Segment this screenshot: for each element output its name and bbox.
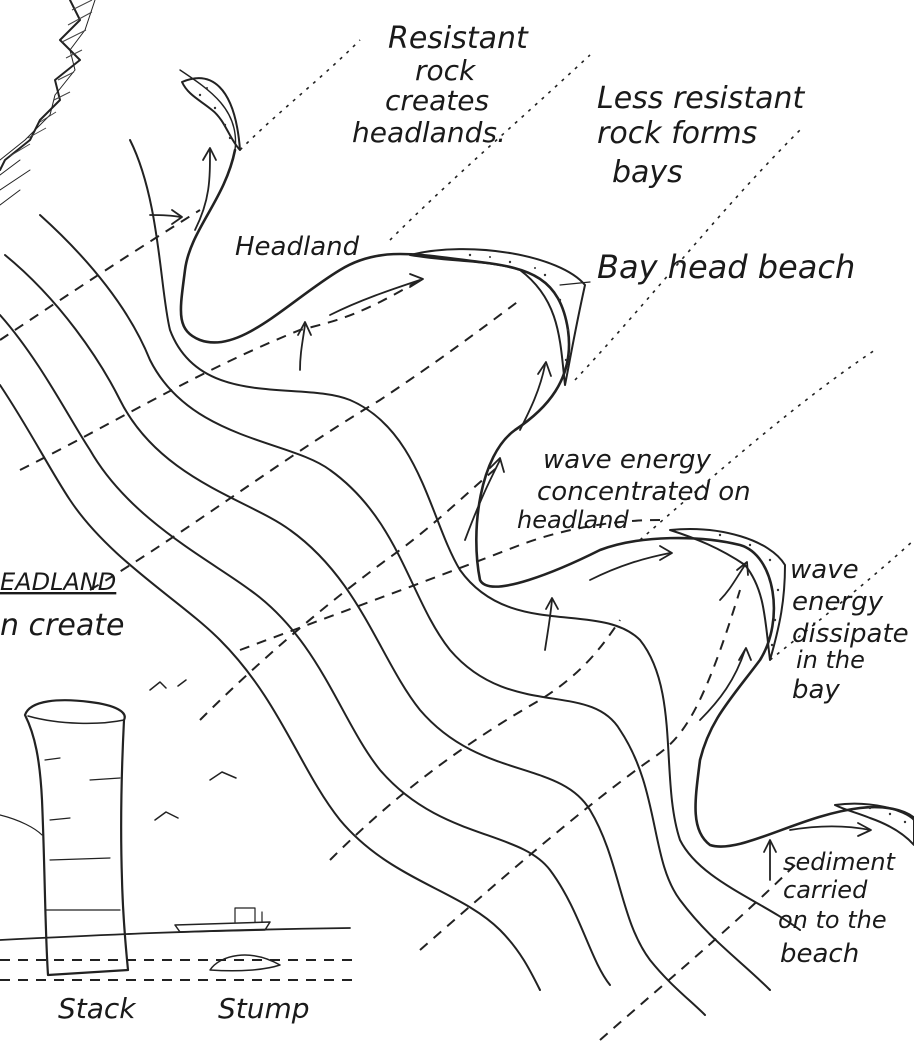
label-less-2: rock forms xyxy=(597,116,757,151)
label-wave-conc-3: headland xyxy=(517,506,630,534)
label-resistant-2: rock xyxy=(415,54,477,87)
label-wave-dis-3: dissipate xyxy=(792,619,909,649)
label-stack: Stack xyxy=(58,992,137,1025)
label-sediment-2: carried xyxy=(783,876,868,904)
label-wave-dis-5: bay xyxy=(792,675,840,705)
label-headland: Headland xyxy=(235,232,360,262)
labels: Resistant rock creates headlands. Less r… xyxy=(0,21,909,1025)
label-sediment-1: sediment xyxy=(783,848,897,876)
cliff-hatching xyxy=(0,0,95,205)
stack-illustration xyxy=(0,680,360,980)
label-sediment-3: on to the xyxy=(778,906,887,934)
label-wave-dis-2: energy xyxy=(792,587,884,617)
label-wave-conc-1: wave energy xyxy=(543,445,712,475)
label-headland-cut: EADLAND xyxy=(0,568,116,596)
label-bayhead: Bay head beach xyxy=(597,248,855,286)
label-wave-dis-4: in the xyxy=(796,646,865,674)
label-create-cut: n create xyxy=(0,608,124,643)
coastline-inner xyxy=(180,70,236,150)
label-resistant-1: Resistant xyxy=(388,21,529,56)
label-resistant-4: headlands. xyxy=(352,116,506,149)
label-resistant-3: creates xyxy=(385,84,489,117)
label-wave-conc-2: concentrated on xyxy=(537,477,751,507)
label-less-1: Less resistant xyxy=(597,81,806,116)
label-sediment-4: beach xyxy=(780,939,859,969)
label-stump: Stump xyxy=(218,992,310,1025)
label-less-3: bays xyxy=(612,155,683,190)
label-wave-dis-1: wave xyxy=(790,555,859,585)
